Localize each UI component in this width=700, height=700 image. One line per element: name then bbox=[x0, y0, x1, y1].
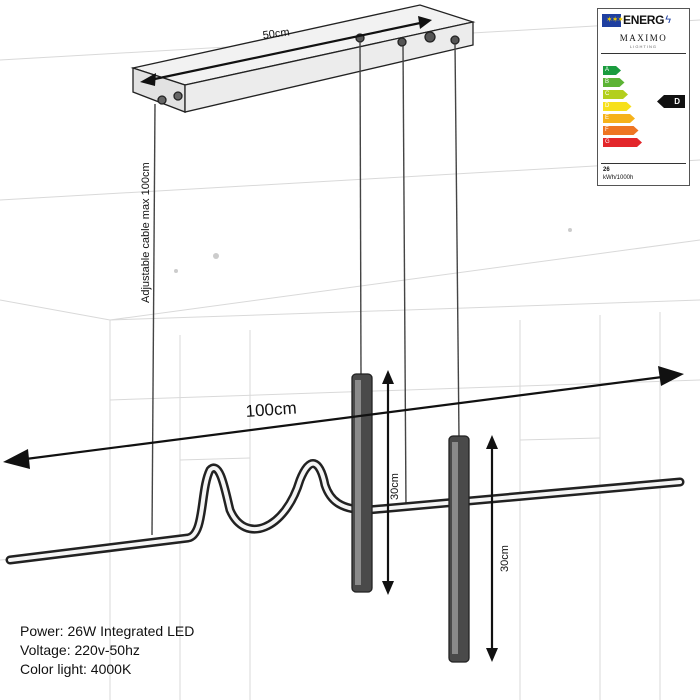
dimension-arrows bbox=[3, 16, 684, 662]
energy-class-g: G bbox=[603, 138, 642, 147]
energy-class-a: A bbox=[603, 66, 621, 75]
energy-class-e: E bbox=[603, 114, 635, 123]
energy-class-f: F bbox=[603, 126, 639, 135]
energy-rating-indicator: D bbox=[657, 95, 685, 108]
cable-length-label: Adjustable cable max 100cm bbox=[140, 162, 152, 303]
brand-sub: LIGHTING bbox=[630, 44, 657, 49]
spec-list: Power: 26W Integrated LED Voltage: 220v-… bbox=[20, 622, 194, 679]
ceiling-spots bbox=[174, 228, 572, 273]
energy-class-c: C bbox=[603, 90, 628, 99]
spec-color-light: Color light: 4000K bbox=[20, 661, 132, 677]
energy-unit: kWh/1000h bbox=[603, 175, 634, 181]
energy-label-header: ✶✶✶ ENERG ϟ bbox=[602, 12, 686, 28]
pendant-tubes bbox=[351, 373, 470, 663]
energy-consumption: 26 bbox=[603, 167, 610, 173]
energy-bolt-icon: ϟ bbox=[665, 14, 672, 26]
energy-class-d: D bbox=[603, 102, 632, 111]
eu-flag-icon: ✶✶✶ bbox=[602, 13, 624, 27]
total-width-label: 100cm bbox=[245, 398, 298, 421]
pendant-a-height-label: 30cm bbox=[389, 473, 401, 500]
suspension-cables bbox=[151, 41, 460, 536]
energy-class-b: B bbox=[603, 78, 625, 87]
brand-logo: MAXIMO bbox=[619, 33, 668, 43]
pendant-b-height-label: 30cm bbox=[499, 545, 511, 572]
lamp-profile bbox=[5, 459, 685, 565]
spec-voltage: Voltage: 220v-50hz bbox=[20, 642, 140, 658]
energy-label-title: ENERG bbox=[623, 13, 665, 27]
room-sketch bbox=[0, 19, 700, 700]
energy-divider bbox=[601, 163, 686, 164]
spec-power: Power: 26W Integrated LED bbox=[20, 623, 195, 639]
energy-divider bbox=[601, 53, 686, 54]
